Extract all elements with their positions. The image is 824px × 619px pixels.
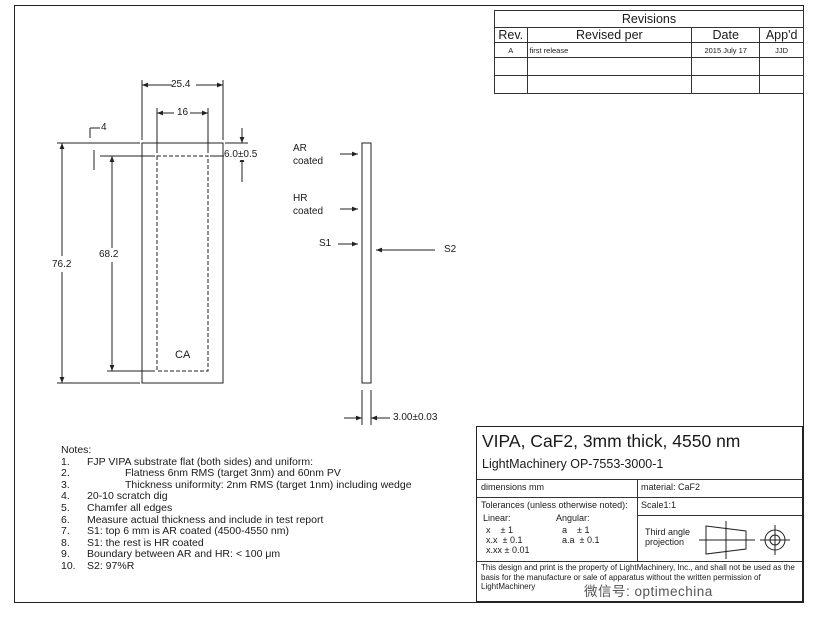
revisions-table: Revisions Rev. Revised per Date App'd A … [494,10,804,94]
revision-row [494,75,804,94]
title-block [476,426,803,602]
notes-heading: Notes: [61,444,92,456]
projection-label-1: Third angle [645,527,691,537]
drawing-sheet [14,5,804,603]
notes-block: Notes: 1.FJP VIPA substrate flat (both s… [61,444,412,573]
dim-width: 25.4 [171,79,191,90]
scale: Scale1:1 [641,500,677,510]
note-item: 2.Flatness 6nm RMS (target 3nm) and 60nm… [61,467,341,480]
note-item: 9.Boundary between AR and HR: < 100 μm [61,548,281,561]
clear-aperture [156,155,209,372]
note-item: 6.Measure actual thickness and include i… [61,513,324,526]
note-item: 4.20-10 scratch dig [61,490,168,503]
note-item: 10.S2: 97%R [61,559,135,572]
drawing-title: VIPA, CaF2, 3mm thick, 4550 nm [482,431,741,451]
part-number: LightMachinery OP-7553-3000-1 [482,457,664,471]
dim-top-band: 6.0±0.5 [224,149,258,160]
substrate-front-view [141,142,224,384]
ca-label: CA [175,349,191,361]
dim-inner-height: 68.2 [99,249,119,260]
linear-label: Linear: [483,513,511,523]
dim-thickness: 3.00±0.03 [393,412,438,423]
tol-xxx: x.xx ± 0.01 [486,545,530,555]
tol-xx: x.x ± 0.1 [486,535,523,545]
note-item: 8.S1: the rest is HR coated [61,536,204,549]
property-notice: This design and print is the property of… [481,563,795,591]
appd-header: App'd [759,27,804,43]
tol-x: x ± 1 [486,525,513,535]
rev-header: Rev. [494,27,528,43]
projection-label-2: projection [645,537,685,547]
note-item: 3.Thickness uniformity: 2nm RMS (target … [61,478,412,491]
tolerances-heading: Tolerances (unless otherwise noted): [481,500,628,510]
s1-label: S1 [319,238,332,249]
ar-coated-label: coated [293,156,324,167]
note-item: 7.S1: top 6 mm is AR coated (4500-4550 n… [61,525,289,538]
dimensions-units: dimensions mm [481,482,545,492]
hr-label: HR [293,193,308,204]
substrate-side-view [361,142,372,384]
dim-offset: 4 [101,122,107,133]
s2-label: S2 [444,244,457,255]
material: material: CaF2 [641,482,701,492]
hr-coated-label: coated [293,206,324,217]
tol-a: a ± 1 [562,525,590,535]
ar-label: AR [293,143,307,154]
angular-label: Angular: [556,513,590,523]
dim-inner-width: 16 [177,107,189,118]
watermark: 微信号: optimechina [584,584,713,599]
note-item: 5.Chamfer all edges [61,501,173,514]
dim-height: 76.2 [52,259,72,270]
note-item: 1.FJP VIPA substrate flat (both sides) a… [61,455,314,468]
tol-aa: a.a ± 0.1 [562,535,600,545]
